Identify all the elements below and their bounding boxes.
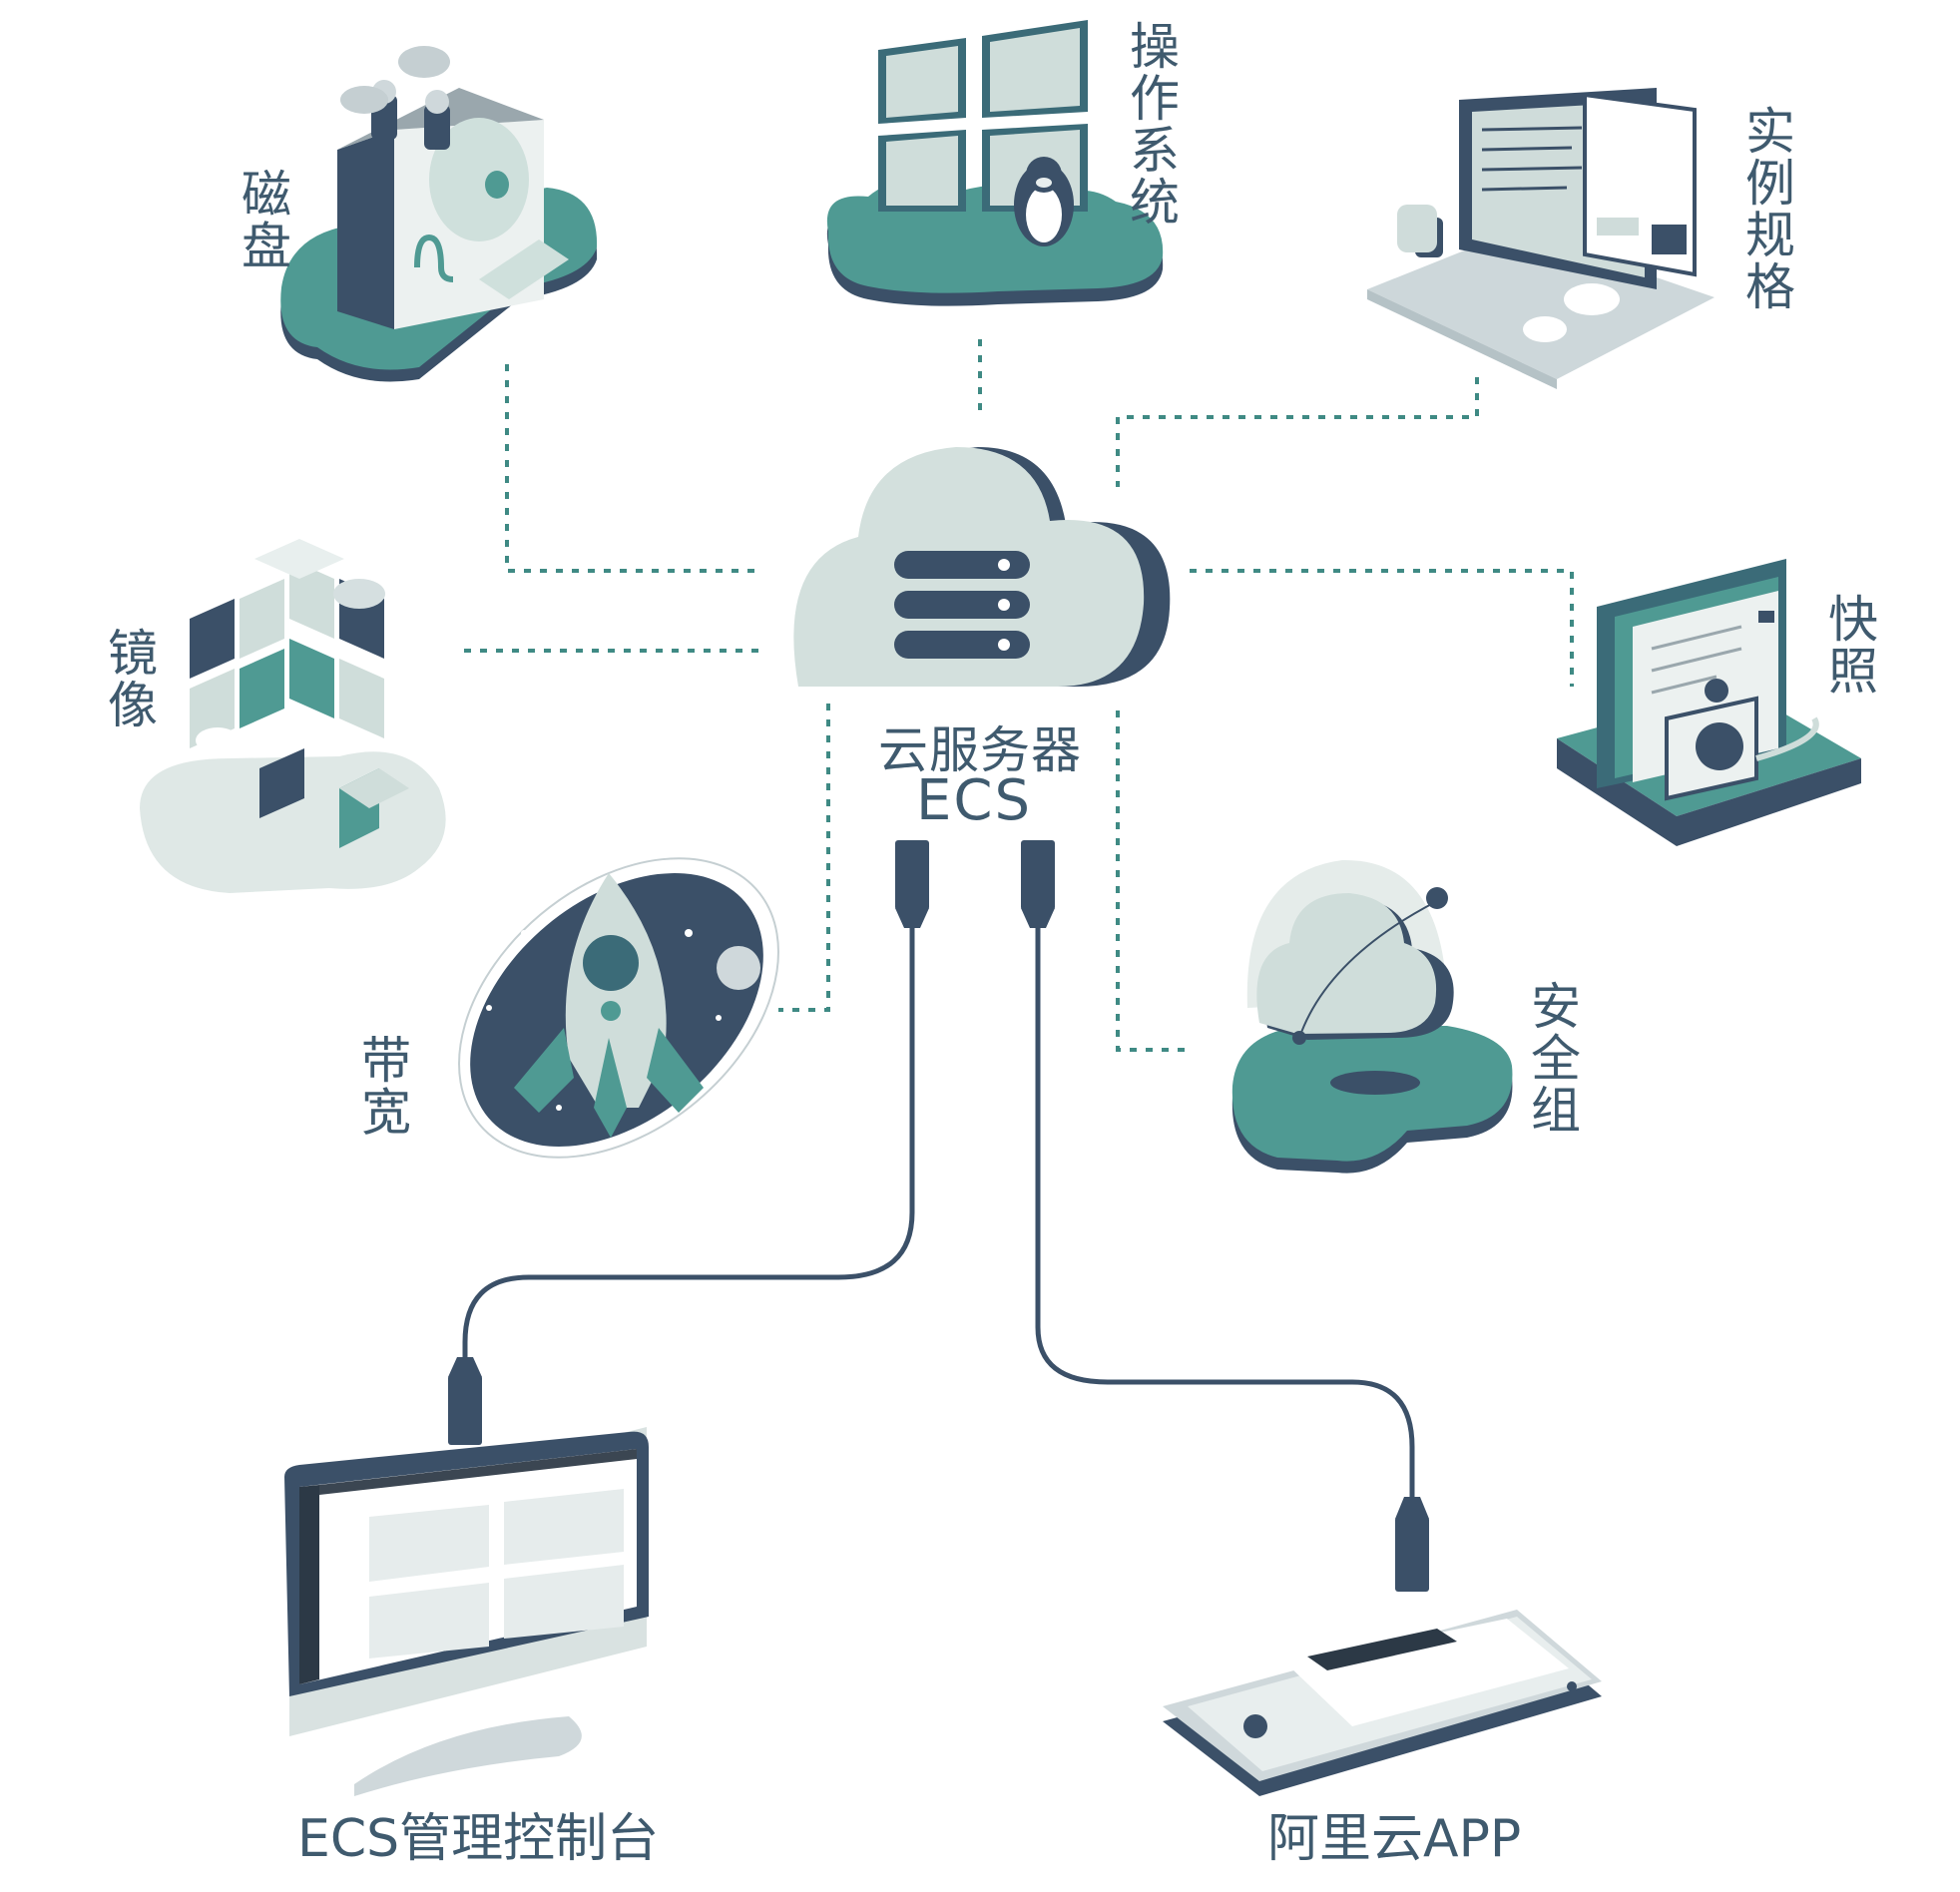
app-phone-icon (1163, 1610, 1602, 1796)
label-disk: 磁盘 (234, 168, 291, 271)
instance-spec-icon (1367, 88, 1715, 389)
image-icon (140, 539, 446, 893)
label-security: 安全组 (1523, 980, 1581, 1136)
label-bandwidth: 带宽 (353, 1034, 411, 1138)
plug-console-top (895, 840, 929, 910)
console-monitor-icon (284, 1427, 649, 1796)
label-snapshot: 快照 (1820, 593, 1878, 697)
camera-icon (1665, 679, 1758, 801)
label-image: 镜像 (100, 627, 158, 730)
connector-instance (1116, 377, 1479, 487)
label-instance: 实例规格 (1737, 105, 1795, 312)
plug-app-bottom (1395, 1517, 1429, 1592)
server-stack-icon (894, 551, 1030, 659)
connector-bandwidth (778, 704, 830, 1012)
cable-app (1035, 916, 1415, 1497)
penguin-icon (1014, 157, 1074, 246)
label-console: ECS管理控制台 (297, 1809, 660, 1869)
label-os: 操作系统 (1122, 20, 1180, 228)
center-title-cn: 云服务器 (878, 721, 1082, 779)
os-icon (826, 20, 1164, 306)
center-title-en: ECS (916, 768, 1033, 833)
cloud-server-icon (793, 447, 1171, 687)
plug-app-top (1021, 840, 1055, 910)
snapshot-icon (1557, 559, 1861, 846)
connector-disk (505, 364, 760, 573)
connector-snapshot (1190, 569, 1574, 687)
cables (448, 840, 1429, 1592)
label-app: 阿里云APP (1267, 1809, 1522, 1869)
cable-console (462, 916, 915, 1382)
security-group-icon (1231, 859, 1513, 1174)
disk-icon (280, 46, 598, 382)
plug-console-bottom (448, 1375, 482, 1445)
connector-lines (464, 339, 1574, 1052)
connector-security (1116, 710, 1190, 1052)
bandwidth-icon (458, 857, 779, 1159)
